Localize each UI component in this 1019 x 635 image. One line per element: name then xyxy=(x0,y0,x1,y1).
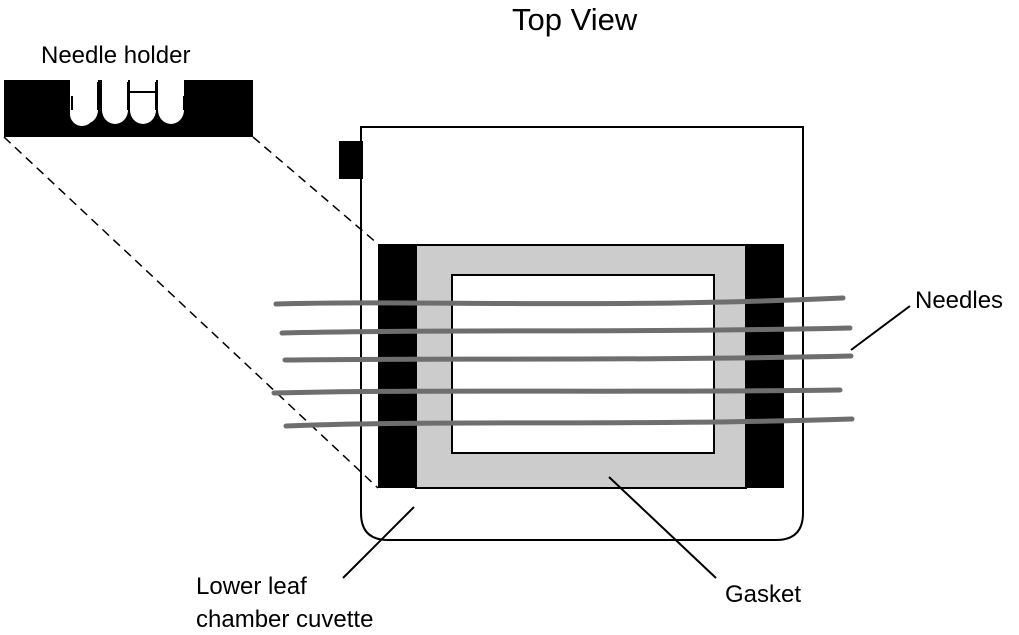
needle xyxy=(283,416,855,429)
projection-line-top xyxy=(252,136,379,245)
needle-holder-right xyxy=(745,244,784,488)
gasket-leader-line xyxy=(608,476,717,579)
needle-holder-label: Needle holder xyxy=(41,42,191,69)
projection-line-bottom xyxy=(3,136,379,489)
needle xyxy=(282,353,854,363)
needle-holder-left xyxy=(378,244,417,488)
needles-label: Needles xyxy=(915,287,1004,314)
needle-holder-inset xyxy=(4,80,253,137)
needle xyxy=(271,387,843,396)
cuvette-leader-line xyxy=(342,506,415,579)
gasket-label: Gasket xyxy=(725,581,802,608)
cuvette-label-line1: Lower leaf xyxy=(196,573,307,600)
needle xyxy=(279,325,853,336)
needle xyxy=(273,295,846,307)
cuvette-tab xyxy=(339,141,363,179)
needles xyxy=(271,295,855,429)
diagram-title: Top View xyxy=(512,2,638,37)
needles-leader-line xyxy=(850,305,911,351)
cuvette-label-line2: chamber cuvette xyxy=(196,606,374,633)
cuvette-outline xyxy=(360,126,804,541)
